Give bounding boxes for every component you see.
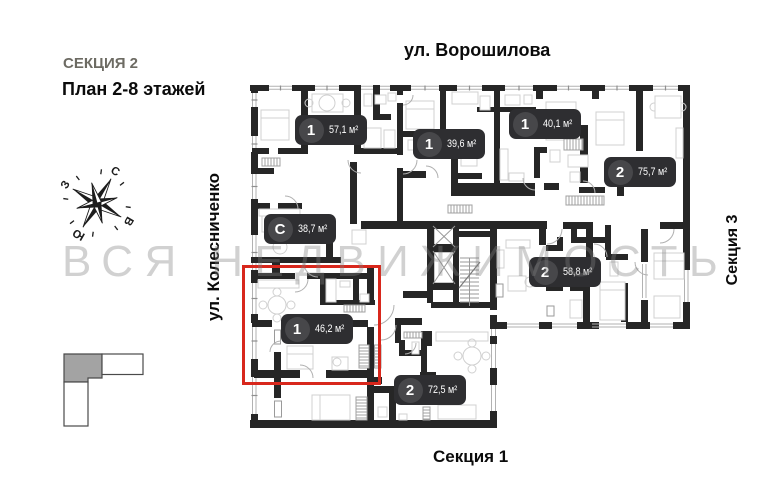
svg-text:С: С xyxy=(108,165,121,180)
svg-text:Ю: Ю xyxy=(71,226,87,242)
svg-text:З: З xyxy=(59,179,73,191)
svg-text:В: В xyxy=(121,214,136,227)
